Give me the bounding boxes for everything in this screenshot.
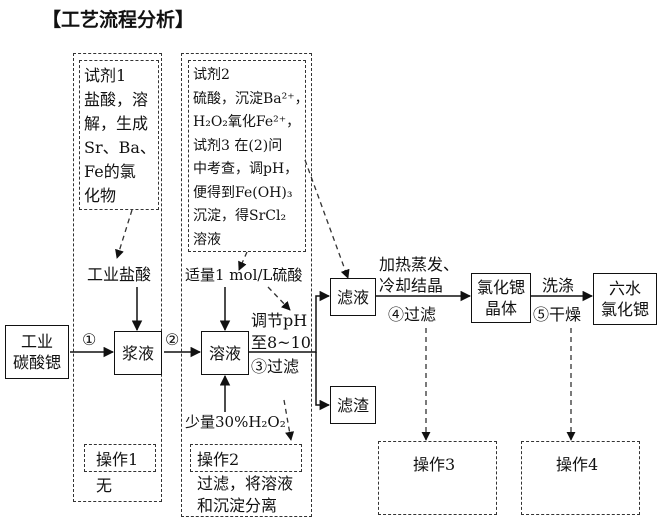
evap-condition-line1: 加热蒸发、 [379, 255, 460, 274]
step-1-marker: ① [82, 330, 97, 349]
note-line: 便得到Fe(OH)₃ [193, 184, 293, 201]
op1-desc: 无 [96, 476, 113, 495]
step-5-label: ⑤干燥 [533, 305, 582, 324]
reagent1-note-frame [79, 60, 159, 210]
filtrate-label: 滤液 [336, 287, 369, 307]
op4-label: 操作4 [556, 455, 599, 474]
op2-desc-line2: 和沉淀分离 [197, 496, 278, 515]
leader-reagent2-filtrate [304, 159, 350, 279]
evap-condition-line2: 冷却结晶 [379, 276, 444, 295]
raw-material-box: 工业 碳酸锶 [5, 325, 69, 379]
note-line: 溶液 [193, 231, 221, 248]
step-2-marker: ② [165, 330, 180, 349]
h2o2-input-label: 少量30%H₂O₂ [185, 413, 286, 431]
raw-line1: 工业 [20, 332, 53, 351]
op2-desc-line1: 过滤，将溶液 [197, 474, 294, 493]
leader-reagent2 [238, 251, 248, 271]
crystal-line1: 氯化锶 [476, 278, 525, 297]
residue-label: 滤渣 [336, 395, 369, 415]
note-line: 盐酸，溶 [84, 90, 149, 109]
arrow-solution-to-filtrate [249, 290, 331, 353]
arrow-solution-to-residue [315, 352, 331, 411]
note-line: H₂O₂氧化Fe²⁺， [193, 114, 301, 130]
step-4-label: ④过滤 [388, 305, 437, 324]
hcl-input-label: 工业盐酸 [87, 265, 152, 284]
acid-input-label: 适量1 mol/L硫酸 [185, 266, 303, 284]
slurry-label: 浆液 [121, 343, 154, 363]
solution-label: 溶液 [208, 343, 241, 363]
solution-box: 溶液 [201, 331, 249, 375]
residue-box: 滤渣 [330, 386, 376, 424]
product-box: 六水 氯化锶 [593, 273, 657, 325]
ph-condition-line2: 至8~10 [251, 333, 311, 352]
crystal-box: 氯化锶 晶体 [471, 273, 531, 323]
note-line: Fe的氯 [84, 162, 136, 181]
note-line: 化物 [84, 186, 117, 205]
product-line1: 六水 [608, 279, 641, 298]
step-3-label: ③过滤 [251, 357, 300, 376]
op3-label: 操作3 [413, 455, 456, 474]
note-line: 硫酸，沉淀Ba²⁺， [193, 90, 309, 107]
op1-label: 操作1 [96, 450, 139, 469]
note-line: 试剂2 [193, 67, 230, 83]
note-line: 试剂3 在(2)问 [193, 137, 283, 154]
stage2-frame [181, 53, 312, 517]
reagent2-note-frame [188, 60, 306, 252]
op2-label: 操作2 [197, 450, 240, 469]
note-line: 中考查，调pH， [193, 161, 299, 177]
filtrate-box: 滤液 [330, 278, 376, 316]
op1-frame [84, 444, 156, 472]
op3-frame [378, 441, 497, 515]
op4-frame [521, 441, 640, 515]
crystal-line2: 晶体 [484, 299, 517, 318]
note-line: 解，生成 [84, 114, 149, 133]
ph-condition-line1: 调节pH [251, 311, 308, 330]
stage1-frame [73, 53, 162, 502]
wash-condition: 洗涤 [542, 276, 575, 295]
note-line: Sr、Ba、 [84, 138, 156, 157]
op2-frame [190, 444, 302, 472]
leader-step3 [283, 399, 295, 441]
raw-line2: 碳酸锶 [12, 353, 61, 372]
note-line: 试剂1 [84, 66, 127, 85]
reagent1-note: 试剂1 盐酸，溶 解，生成 Sr、Ba、 Fe的氯 化物 [84, 64, 156, 208]
note-line: 沉淀，得SrCl₂ [193, 208, 287, 224]
reagent2-note: 试剂2 硫酸，沉淀Ba²⁺， H₂O₂氧化Fe²⁺， 试剂3 在(2)问 中考查… [193, 64, 309, 252]
section-title: 【工艺流程分析】 [42, 9, 195, 31]
product-line2: 氯化锶 [600, 300, 649, 319]
slurry-box: 浆液 [114, 331, 162, 375]
